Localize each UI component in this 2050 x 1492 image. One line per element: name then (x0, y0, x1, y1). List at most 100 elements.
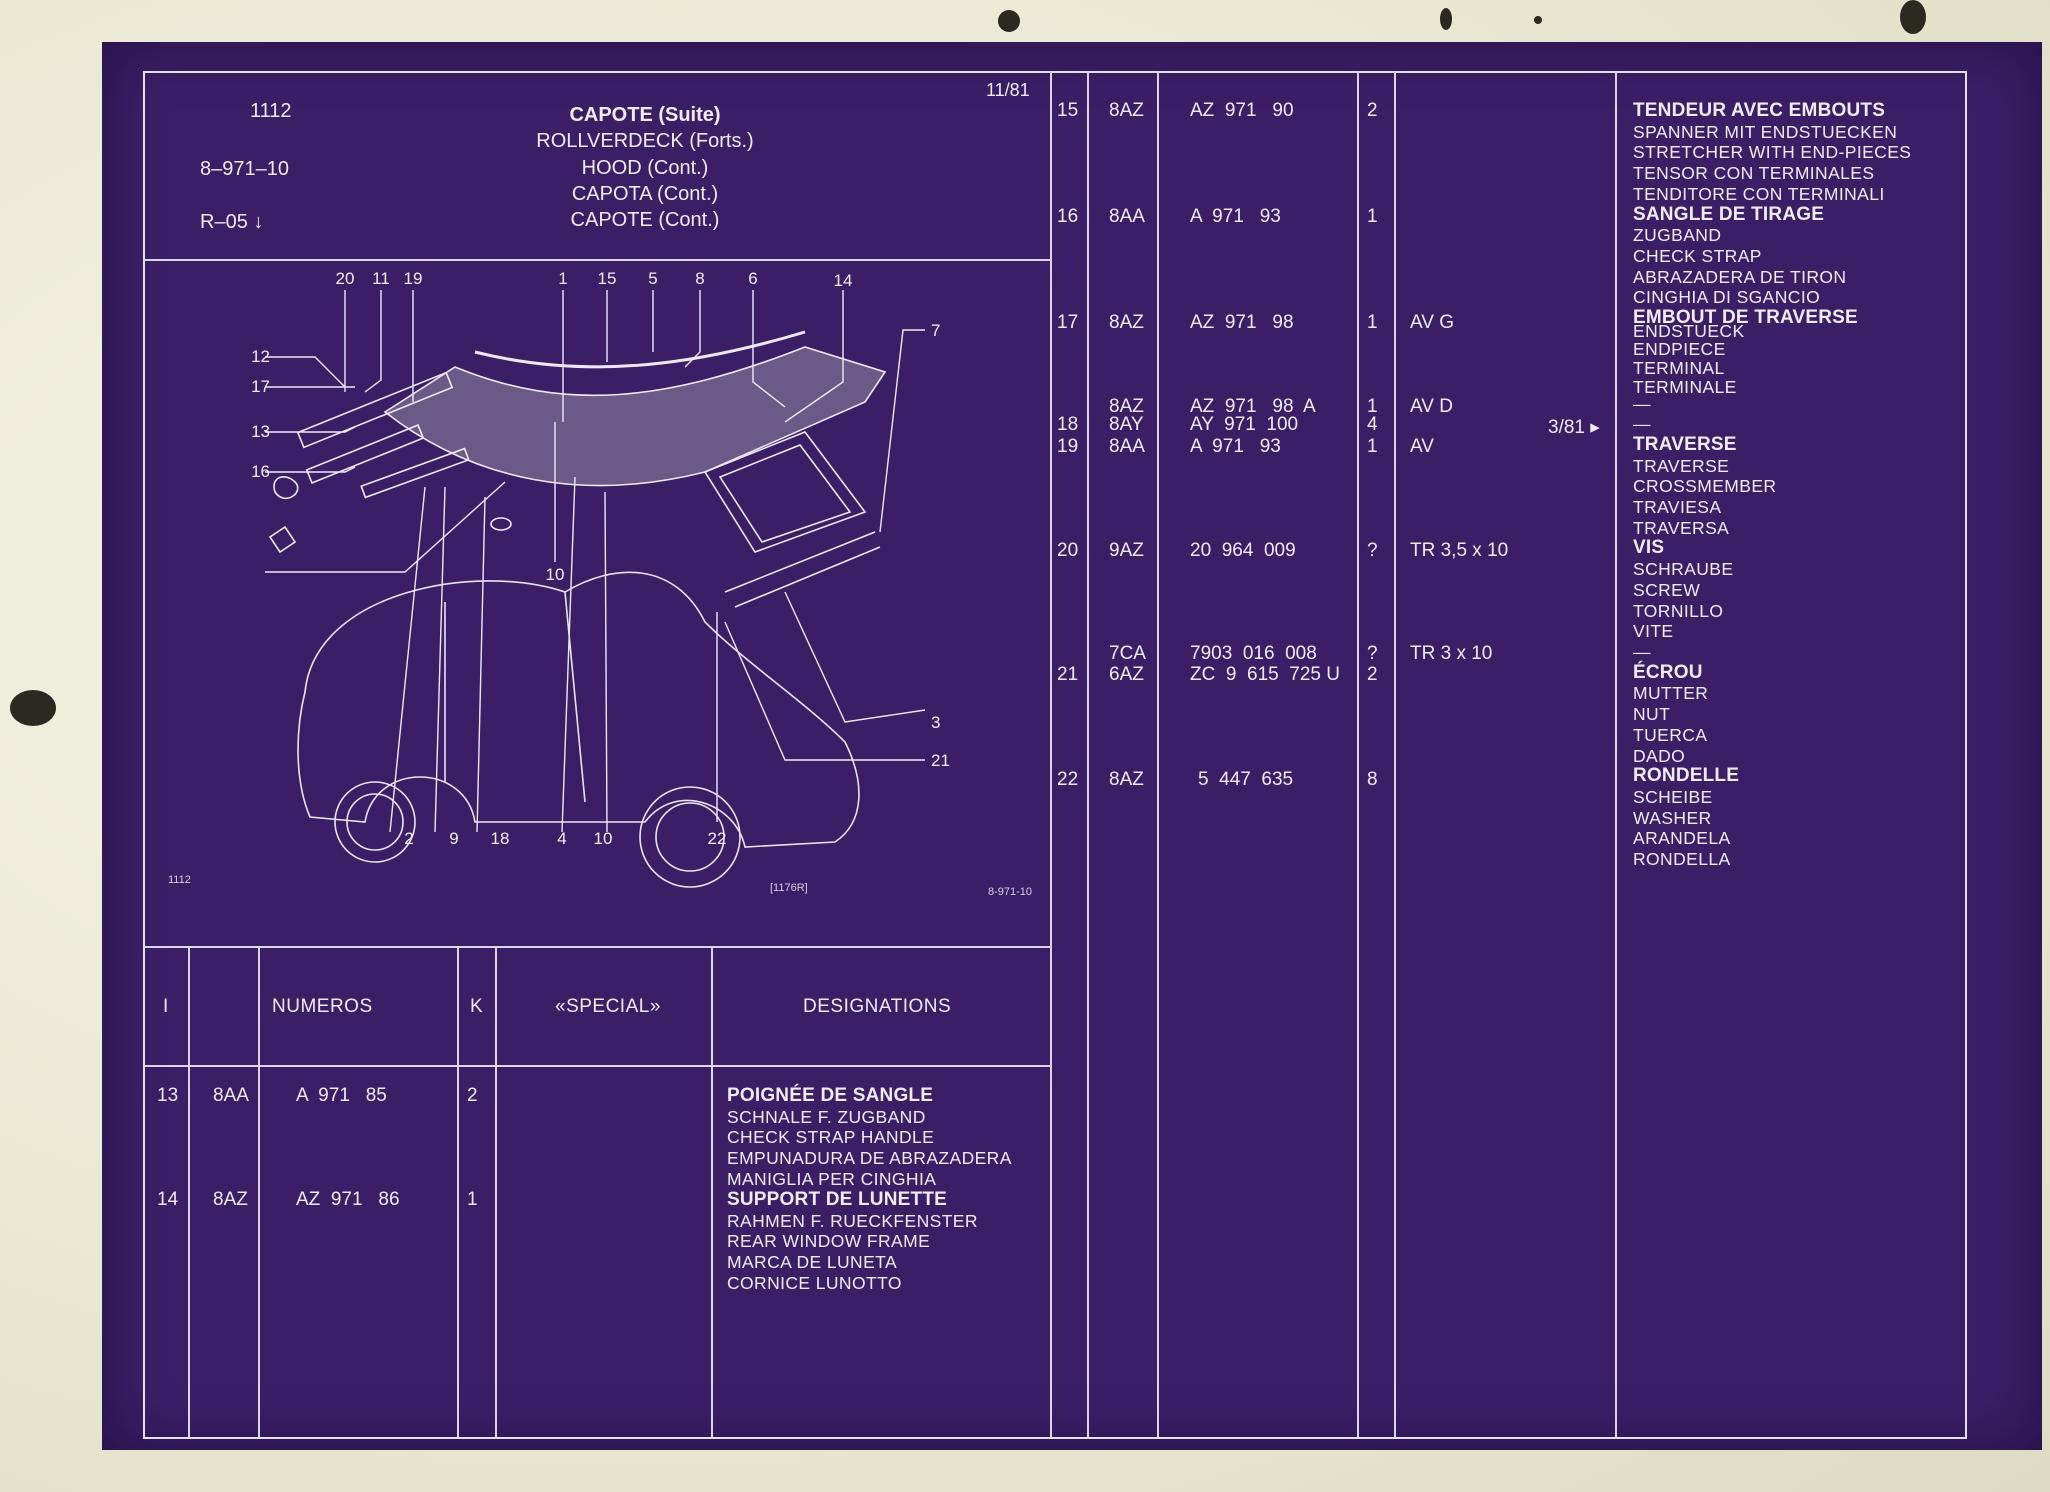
designation-de: MUTTER (1633, 683, 1709, 704)
plate-reference: 8–971–10 (200, 158, 289, 180)
row-code: 7CA (1109, 643, 1146, 664)
designation-fr: VIS (1633, 537, 1665, 559)
row-quantity: 1 (467, 1189, 478, 1210)
col-special-header: «SPECIAL» (555, 996, 661, 1017)
callout-14: 14 (834, 271, 853, 290)
callout-20: 20 (336, 269, 355, 288)
row-code: 8AZ (1109, 312, 1144, 333)
divider (711, 946, 713, 1437)
parts-sheet (102, 42, 2042, 1450)
title-it: CAPOTE (Cont.) (570, 209, 720, 231)
row-part-number: AZ 971 86 (296, 1189, 400, 1210)
designation-en: CROSSMEMBER (1633, 476, 1777, 497)
row-code: 8AZ (1109, 100, 1144, 121)
col-numeros-header: NUMEROS (272, 996, 373, 1017)
row-part-number: 7903 016 008 (1190, 643, 1317, 664)
col-index-header: I (163, 996, 169, 1017)
designation-it: TRAVERSA (1633, 517, 1730, 538)
row-code: 8AZ (213, 1189, 248, 1210)
col-designations-header: DESIGNATIONS (803, 996, 952, 1017)
designation-de: ZUGBAND (1633, 225, 1722, 246)
car-outline (297, 571, 860, 888)
designation-de: RAHMEN F. RUECKFENSTER (727, 1210, 978, 1231)
dust-speck (1900, 0, 1926, 34)
row-part-number: AZ 971 98 A (1190, 396, 1316, 417)
divider (1394, 71, 1396, 1437)
designation-it: VITE (1633, 621, 1674, 642)
designation-es: TUERCA (1633, 724, 1708, 745)
row-part-number: 20 964 009 (1190, 540, 1296, 561)
row-designation: SUPPORT DE LUNETTE RAHMEN F. RUECKFENSTE… (727, 1189, 978, 1294)
rear-window-frame (703, 431, 881, 608)
row-code: 8AA (1109, 206, 1145, 227)
designation-es: TERMINAL (1633, 358, 1725, 379)
callout-17: 17 (251, 377, 270, 396)
designation-de: ENDSTUECK (1633, 320, 1745, 341)
row-part-number: A 971 93 (1190, 206, 1281, 227)
row-part-number: AZ 971 98 (1190, 312, 1294, 333)
title-en: HOOD (Cont.) (581, 157, 709, 179)
callout-4: 4 (557, 829, 566, 848)
row-part-number: AZ 971 90 (1190, 100, 1294, 121)
divider (1615, 71, 1617, 1437)
divider (143, 946, 1052, 948)
designation-fr: SANGLE DE TIRAGE (1633, 203, 1825, 225)
designation-es: ARANDELA (1633, 828, 1731, 849)
row-special: AV (1410, 436, 1434, 457)
callout-9: 9 (449, 829, 458, 848)
row-index: 21 (1057, 664, 1079, 685)
designation-de: TRAVERSE (1633, 455, 1730, 476)
row-designation: POIGNÉE DE SANGLE SCHNALE F. ZUGBAND CHE… (727, 1085, 1012, 1190)
dust-speck (10, 690, 56, 726)
divider (143, 1065, 1052, 1067)
col-k-header: K (470, 996, 484, 1017)
callout-10-lower: 10 (594, 829, 613, 848)
designation-de: SCHNALE F. ZUGBAND (727, 1106, 926, 1127)
dust-speck (1440, 8, 1452, 30)
row-part-number: AY 971 100 (1190, 414, 1299, 435)
designation-it: TENDITORE CON TERMINALI (1633, 183, 1885, 204)
divider (1157, 71, 1159, 1437)
row-quantity: 1 (1367, 312, 1378, 333)
designation-it: CINGHIA DI SGANCIO (1633, 287, 1821, 308)
callout-12: 12 (251, 347, 270, 366)
issue-date: 11/81 (986, 80, 1030, 100)
callout-22: 22 (708, 829, 727, 848)
drawing-footer-ref: 8-971-10 (988, 886, 1033, 898)
hood-canvas (383, 330, 887, 487)
designation-en: REAR WINDOW FRAME (727, 1231, 931, 1252)
callout-numbers: 20 11 19 1 15 5 8 6 14 7 12 17 13 16 10 … (251, 269, 950, 848)
divider (143, 259, 1052, 261)
row-index: 16 (1057, 206, 1079, 227)
row-index: 14 (157, 1189, 179, 1210)
designation-dash: — (1633, 393, 1651, 414)
leader-lines (265, 290, 926, 833)
row-quantity: 1 (1367, 206, 1378, 227)
designation-en: CHECK STRAP HANDLE (727, 1127, 935, 1148)
divider (495, 946, 497, 1437)
callout-16: 16 (251, 462, 270, 481)
callout-8: 8 (695, 269, 704, 288)
row-quantity: 2 (1367, 100, 1378, 121)
front-parts (268, 371, 512, 554)
designation-fr: RONDELLE (1633, 765, 1740, 787)
row-code: 8AA (1109, 436, 1145, 457)
designation-it: DADO (1633, 745, 1686, 766)
row-code: 8AY (1109, 414, 1144, 435)
callout-19: 19 (404, 269, 423, 288)
row-index: 18 (1057, 414, 1079, 435)
row-part-number: A 971 93 (1190, 436, 1281, 457)
callout-13: 13 (251, 422, 270, 441)
designation-es: TORNILLO (1633, 600, 1724, 621)
designation-fr: POIGNÉE DE SANGLE (727, 1085, 934, 1106)
drawing-footer-code: [1176R] (770, 882, 808, 894)
divider (1087, 71, 1089, 1437)
callout-5: 5 (648, 269, 657, 288)
designation-fr: EMBOUT DE TRAVERSE (1633, 307, 1858, 329)
callout-11: 11 (372, 269, 390, 288)
row-index: 20 (1057, 540, 1079, 561)
row-code: 8AZ (1109, 396, 1144, 417)
designation-es: EMPUNADURA DE ABRAZADERA (727, 1148, 1012, 1169)
designation-en: STRETCHER WITH END-PIECES (1633, 142, 1912, 163)
section-number: 1112 (250, 100, 292, 122)
